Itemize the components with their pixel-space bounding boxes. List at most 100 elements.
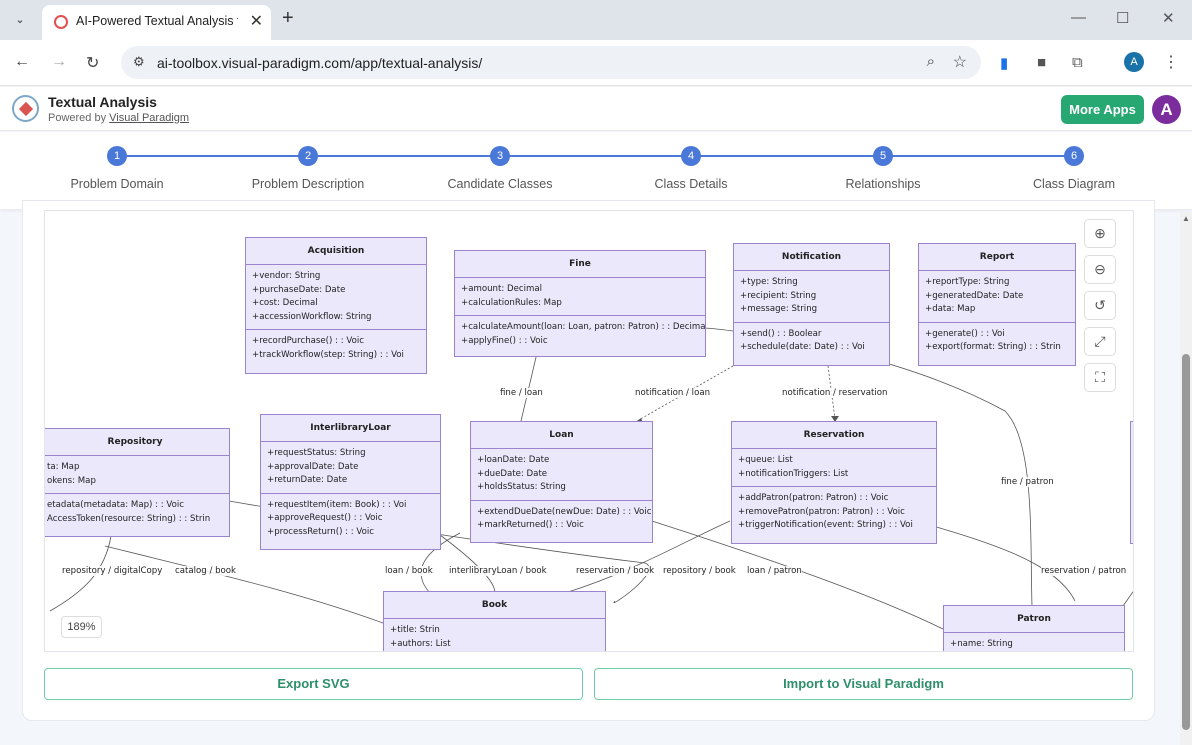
step-6-dot[interactable]: 6: [1064, 146, 1084, 166]
app-logo-icon: [12, 95, 39, 122]
reset-view-icon[interactable]: ↺: [1084, 291, 1116, 320]
step-2-dot[interactable]: 2: [298, 146, 318, 166]
tab-list-chevron-icon[interactable]: ⌄: [10, 10, 30, 30]
more-apps-button[interactable]: More Apps: [1061, 95, 1144, 124]
class-acquisition[interactable]: Acquisition +vendor: String +purchaseDat…: [245, 237, 427, 374]
scrollbar-thumb[interactable]: [1182, 354, 1190, 730]
class-fine[interactable]: Fine +amount: Decimal +calculationRules:…: [454, 250, 706, 357]
extension-doc-icon[interactable]: ▮: [1000, 54, 1008, 72]
scroll-up-arrow-icon[interactable]: ▲: [1182, 214, 1190, 223]
class-name: InterlibraryLoar: [261, 415, 440, 442]
attribute: +approvalDate: Date: [267, 461, 434, 475]
import-visual-paradigm-button[interactable]: Import to Visual Paradigm: [594, 668, 1133, 700]
step-4-dot[interactable]: 4: [681, 146, 701, 166]
attribute: +reportType: String: [925, 276, 1069, 290]
operation: +addPatron(patron: Patron) : : Voic: [738, 492, 930, 506]
class-name: Notification: [734, 244, 889, 271]
fit-screen-icon[interactable]: ⤢: [1084, 327, 1116, 356]
class-offscreen-partial[interactable]: [1130, 421, 1134, 544]
line-catalog-book: [105, 546, 383, 623]
zoom-magnifier-icon[interactable]: ⌕: [927, 53, 935, 70]
step-3-dot[interactable]: 3: [490, 146, 510, 166]
attribute: +calculationRules: Map: [461, 297, 699, 311]
operation: +send() : : Boolear: [740, 328, 883, 342]
page-scrollbar[interactable]: ▲: [1180, 212, 1192, 745]
visual-paradigm-link[interactable]: Visual Paradigm: [109, 112, 189, 124]
browser-tab-strip: ⌄ AI-Powered Textual Analysis for ✕ + — …: [0, 0, 1192, 40]
attribute: +vendor: String: [252, 270, 420, 284]
operation: +processReturn() : : Voic: [267, 526, 434, 540]
window-close-icon[interactable]: ✕: [1162, 9, 1175, 27]
profile-avatar[interactable]: A: [1124, 52, 1144, 72]
zoom-in-icon[interactable]: ⊕: [1084, 219, 1116, 248]
operation: +applyFine() : : Voic: [461, 335, 699, 349]
powered-by: Powered by Visual Paradigm: [48, 112, 189, 124]
attribute: +name: String: [950, 638, 1118, 652]
attribute: +generatedDate: Date: [925, 290, 1069, 304]
bookmark-star-icon[interactable]: ☆: [953, 52, 967, 72]
tab-title: AI-Powered Textual Analysis for: [76, 14, 238, 28]
app-header: Textual Analysis Powered by Visual Parad…: [0, 87, 1192, 131]
step-6-label[interactable]: Class Diagram: [994, 177, 1154, 191]
operation: +trackWorkflow(step: String) : : Voi: [252, 349, 420, 363]
reload-icon[interactable]: ↻: [86, 53, 99, 73]
operation: +calculateAmount(loan: Loan, patron: Pat…: [461, 321, 699, 335]
relation-label: catalog / book: [175, 566, 236, 576]
extensions-puzzle-icon[interactable]: ⧉: [1072, 54, 1083, 71]
class-loan[interactable]: Loan +loanDate: Date +dueDate: Date +hol…: [470, 421, 653, 543]
step-5-dot[interactable]: 5: [873, 146, 893, 166]
step-5-label[interactable]: Relationships: [803, 177, 963, 191]
class-patron[interactable]: Patron +name: String: [943, 605, 1125, 652]
forward-arrow-icon[interactable]: →: [51, 53, 67, 71]
relation-label: repository / book: [663, 566, 736, 576]
attribute: +title: Strin: [390, 624, 599, 638]
export-svg-button[interactable]: Export SVG: [44, 668, 583, 700]
operation: +extendDueDate(newDue: Date) : : Voic: [477, 506, 646, 520]
operation: +markReturned() : : Voic: [477, 519, 646, 533]
attribute: +message: String: [740, 303, 883, 317]
fullscreen-icon[interactable]: ⛶: [1084, 363, 1116, 392]
class-repository[interactable]: Repository ta: Map okens: Map etadata(me…: [44, 428, 230, 537]
class-name: Acquisition: [246, 238, 426, 265]
attribute: +accessionWorkflow: String: [252, 311, 420, 325]
class-reservation[interactable]: Reservation +queue: List +notificationTr…: [731, 421, 937, 544]
relation-label: interlibraryLoan / book: [449, 566, 547, 576]
class-book[interactable]: Book +title: Strin +authors: List: [383, 591, 606, 652]
extension-chat-icon[interactable]: ■: [1037, 54, 1046, 71]
attribute: +authors: List: [390, 638, 599, 652]
zoom-level-badge: 189%: [61, 616, 102, 638]
attribute: ta: Map: [47, 461, 223, 475]
relation-label: repository / digitalCopy: [62, 566, 162, 576]
favicon-icon: [54, 15, 68, 29]
browser-menu-icon[interactable]: ⋮: [1163, 52, 1179, 72]
zoom-out-icon[interactable]: ⊖: [1084, 255, 1116, 284]
address-bar[interactable]: ⚙ ai-toolbox.visual-paradigm.com/app/tex…: [121, 46, 981, 79]
class-notification[interactable]: Notification +type: String +recipient: S…: [733, 243, 890, 366]
step-1-dot[interactable]: 1: [107, 146, 127, 166]
maximize-icon[interactable]: ☐: [1116, 9, 1129, 27]
tab-close-icon[interactable]: ✕: [250, 11, 263, 31]
relation-label: loan / patron: [747, 566, 802, 576]
class-name: Patron: [944, 606, 1124, 633]
minimize-icon[interactable]: —: [1071, 9, 1086, 26]
attribute: +requestStatus: String: [267, 447, 434, 461]
class-name: Book: [384, 592, 605, 619]
class-name: Fine: [455, 251, 705, 278]
step-3-label[interactable]: Candidate Classes: [420, 177, 580, 191]
attribute: +holdsStatus: String: [477, 481, 646, 495]
attribute: +amount: Decimal: [461, 283, 699, 297]
step-4-label[interactable]: Class Details: [611, 177, 771, 191]
site-info-icon[interactable]: ⚙: [133, 54, 145, 70]
line-offscreen: [1123, 589, 1134, 606]
step-2-label[interactable]: Problem Description: [228, 177, 388, 191]
class-diagram-canvas[interactable]: Acquisition +vendor: String +purchaseDat…: [44, 210, 1134, 652]
class-interlibrary-loan[interactable]: InterlibraryLoar +requestStatus: String …: [260, 414, 441, 550]
stepper-track: [127, 155, 1068, 157]
user-avatar[interactable]: A: [1152, 95, 1181, 124]
new-tab-button[interactable]: +: [282, 7, 294, 30]
class-report[interactable]: Report +reportType: String +generatedDat…: [918, 243, 1076, 366]
browser-tab[interactable]: AI-Powered Textual Analysis for ✕: [42, 5, 271, 40]
back-arrow-icon[interactable]: ←: [14, 53, 30, 71]
operation: +export(format: String) : : Strin: [925, 341, 1069, 355]
step-1-label[interactable]: Problem Domain: [37, 177, 197, 191]
